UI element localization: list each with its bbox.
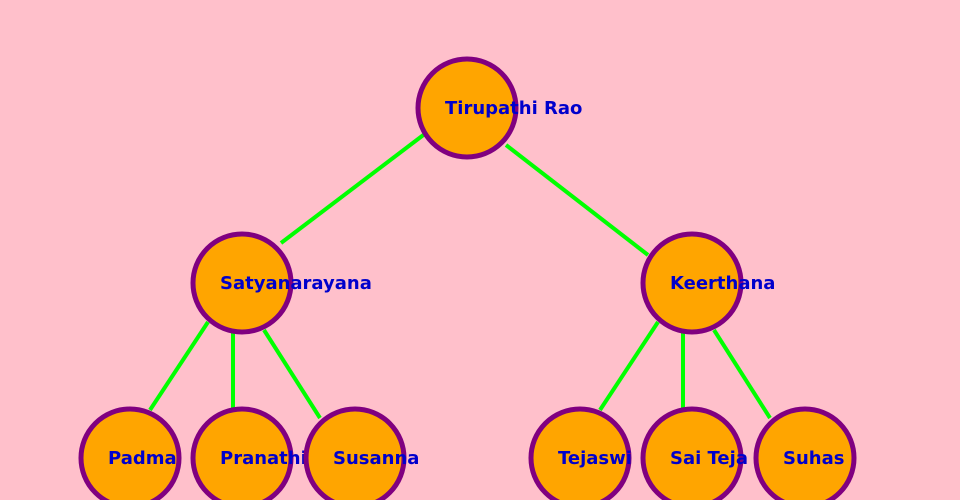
node-label: Satyanarayana (220, 273, 372, 294)
node-tirupathi-rao: Tirupathi Rao (415, 56, 582, 160)
node-keerthana: Keerthana (640, 231, 775, 335)
edge-keerthana-to-tejaswi (598, 320, 660, 412)
tree-nodes: Tirupathi Rao Satyanarayana Keerthana Pa… (78, 56, 857, 500)
node-susanna: Susanna (303, 406, 419, 500)
node-label: Tejaswi (558, 448, 632, 469)
node-circle (190, 406, 294, 500)
node-label: Keerthana (670, 273, 775, 294)
node-label: Pranathi (220, 448, 307, 469)
node-circle (190, 231, 294, 335)
node-circle (753, 406, 857, 500)
node-label: Suhas (783, 448, 844, 469)
node-circle (528, 406, 632, 500)
node-circle (415, 56, 519, 160)
edge-satyanarayana-to-padma (148, 320, 210, 412)
node-tejaswi: Tejaswi (528, 406, 632, 500)
node-circle (303, 406, 407, 500)
node-satyanarayana: Satyanarayana (190, 231, 372, 335)
edge-satyanarayana-to-susanna (262, 328, 322, 420)
node-suhas: Suhas (753, 406, 857, 500)
node-label: Susanna (333, 448, 419, 469)
node-label: Tirupathi Rao (445, 98, 582, 119)
tree-edges (148, 131, 772, 420)
node-circle (78, 406, 182, 500)
node-label: Sai Teja (670, 448, 748, 469)
node-circle (640, 231, 744, 335)
node-circle (640, 406, 744, 500)
edge-tirupathi-rao-to-keerthana (504, 143, 650, 257)
node-sai-teja: Sai Teja (640, 406, 748, 500)
edge-keerthana-to-suhas (712, 328, 772, 420)
node-label: Padma (108, 448, 177, 469)
edge-tirupathi-rao-to-satyanarayana (279, 131, 428, 245)
node-pranathi: Pranathi (190, 406, 307, 500)
node-padma: Padma (78, 406, 182, 500)
